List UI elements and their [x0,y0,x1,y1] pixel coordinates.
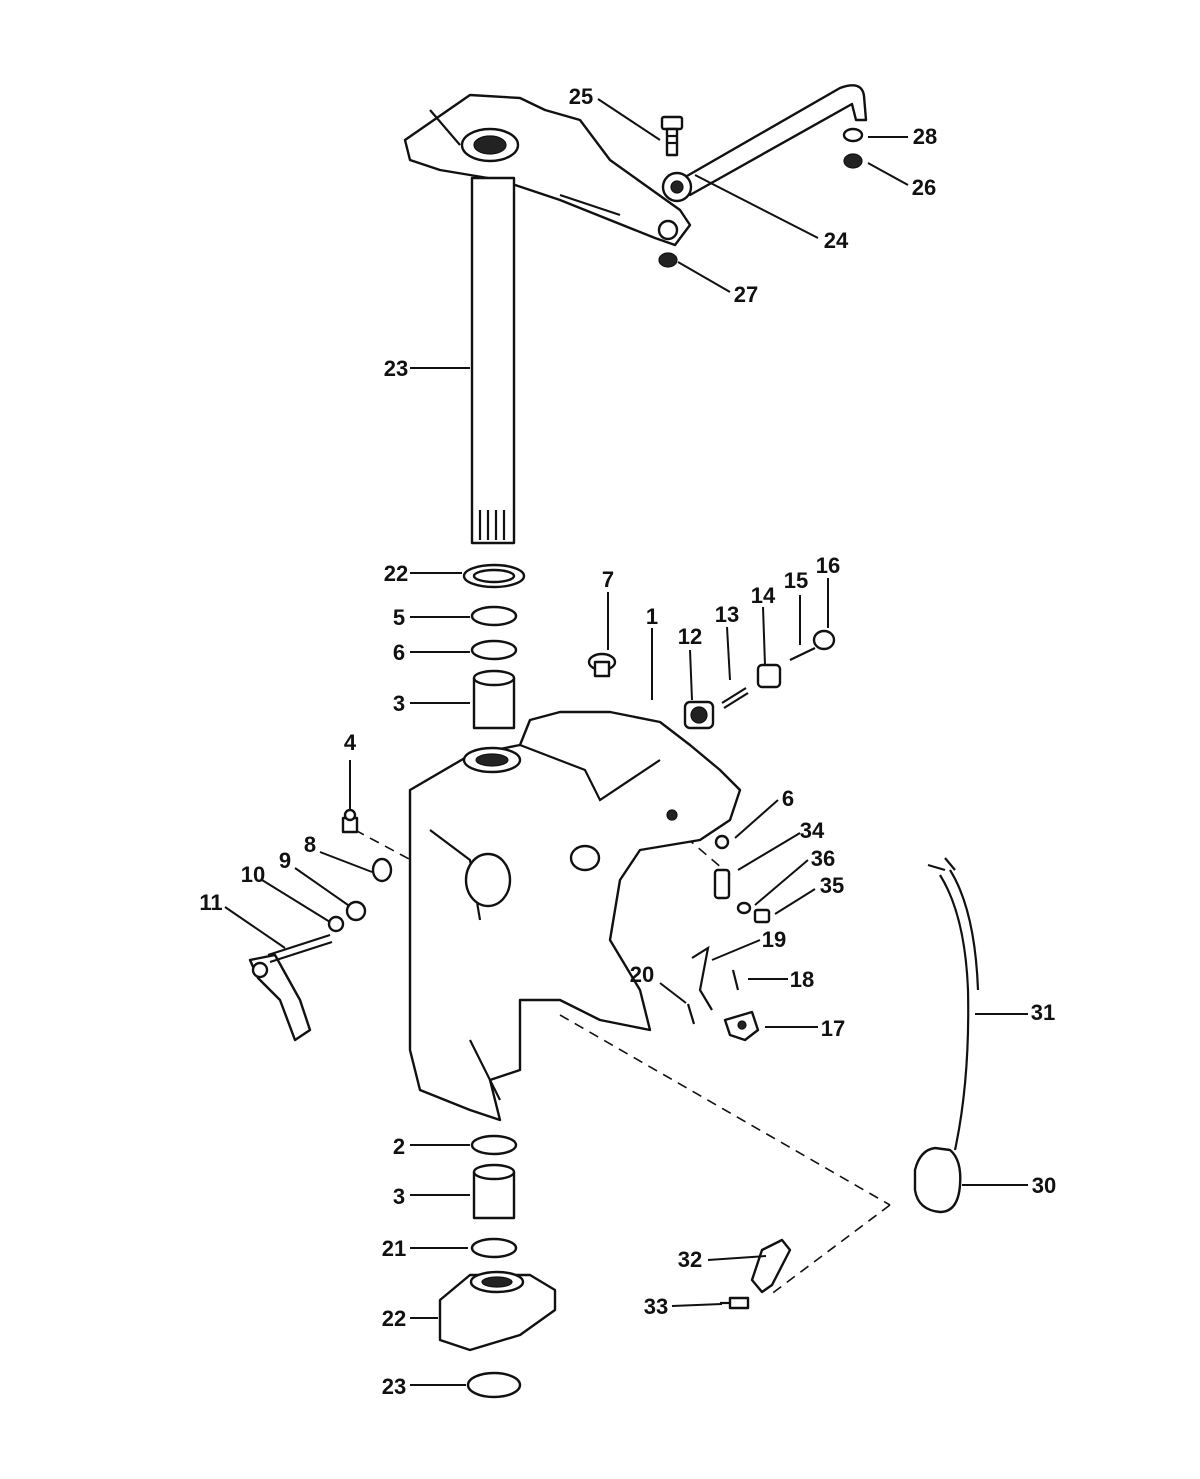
callout-31: 31 [1031,1000,1055,1025]
callout-12: 12 [678,624,702,649]
callout-3-upper: 3 [393,691,405,716]
callout-35: 35 [820,873,844,898]
callout-24: 22 [384,561,408,586]
part-upper-stack [462,563,526,730]
callout-18: 18 [790,967,814,992]
part-tilt-lever [248,933,333,1042]
callout-1: 1 [646,604,658,629]
callout-25: 23 [384,356,408,381]
leader-lines [224,98,1028,1386]
callout-32: 32 [678,1247,702,1272]
part-lower-stack [470,1134,518,1259]
callout-14: 14 [751,583,776,608]
callout-4: 4 [344,730,357,755]
callout-17: 17 [821,1016,845,1041]
part-nuts-washers [658,127,864,268]
callout-11: 11 [199,890,222,915]
part-swivel-bracket [408,710,742,1122]
callout-2: 2 [393,1134,405,1159]
part-steering-yoke [403,93,692,247]
callout-8: 8 [304,832,316,857]
callout-21: 21 [382,1236,406,1261]
callout-26: 24 [824,228,849,253]
part-link-screw [720,1238,792,1310]
part-tilt-assembly [683,629,836,730]
callout-6-upper: 6 [393,640,405,665]
callout-29: 28 [913,124,937,149]
part-snap-ring [466,1371,522,1399]
part-washers-8-9-10 [327,857,393,933]
callout-5: 5 [393,605,405,630]
callout-28-lower: 27 [734,282,758,307]
callout-3-lower: 3 [393,1184,405,1209]
part-plug-7 [587,652,617,678]
callout-9: 9 [279,848,291,873]
callout-16: 16 [816,553,840,578]
callout-19: 19 [762,927,786,952]
callout-6-lower: 6 [782,786,794,811]
callout-23: 23 [382,1374,406,1399]
callout-13: 13 [715,602,739,627]
part-steering-link [661,84,868,203]
callout-33: 33 [644,1294,668,1319]
part-wire-sender [913,857,980,1214]
callout-28-upper: 26 [912,175,936,200]
part-steering-block [438,1270,557,1352]
callout-10: 10 [241,862,265,887]
part-fitting-4 [341,808,359,834]
part-steering-shaft [470,176,516,545]
part-springs-clips [686,945,760,1042]
callout-15: 15 [784,568,808,593]
callout-27: 25 [569,84,593,109]
callout-30: 30 [1032,1173,1056,1198]
callout-7: 7 [602,567,614,592]
callout-22: 22 [382,1306,406,1331]
callout-20: 20 [630,962,654,987]
part-bolt-27 [660,115,684,157]
callout-36: 36 [811,846,835,871]
callout-34: 34 [800,818,825,843]
callout-labels: 25 28 26 24 27 23 22 5 6 3 4 8 9 10 11 7… [199,84,1056,1399]
part-small-hardware [713,834,771,924]
